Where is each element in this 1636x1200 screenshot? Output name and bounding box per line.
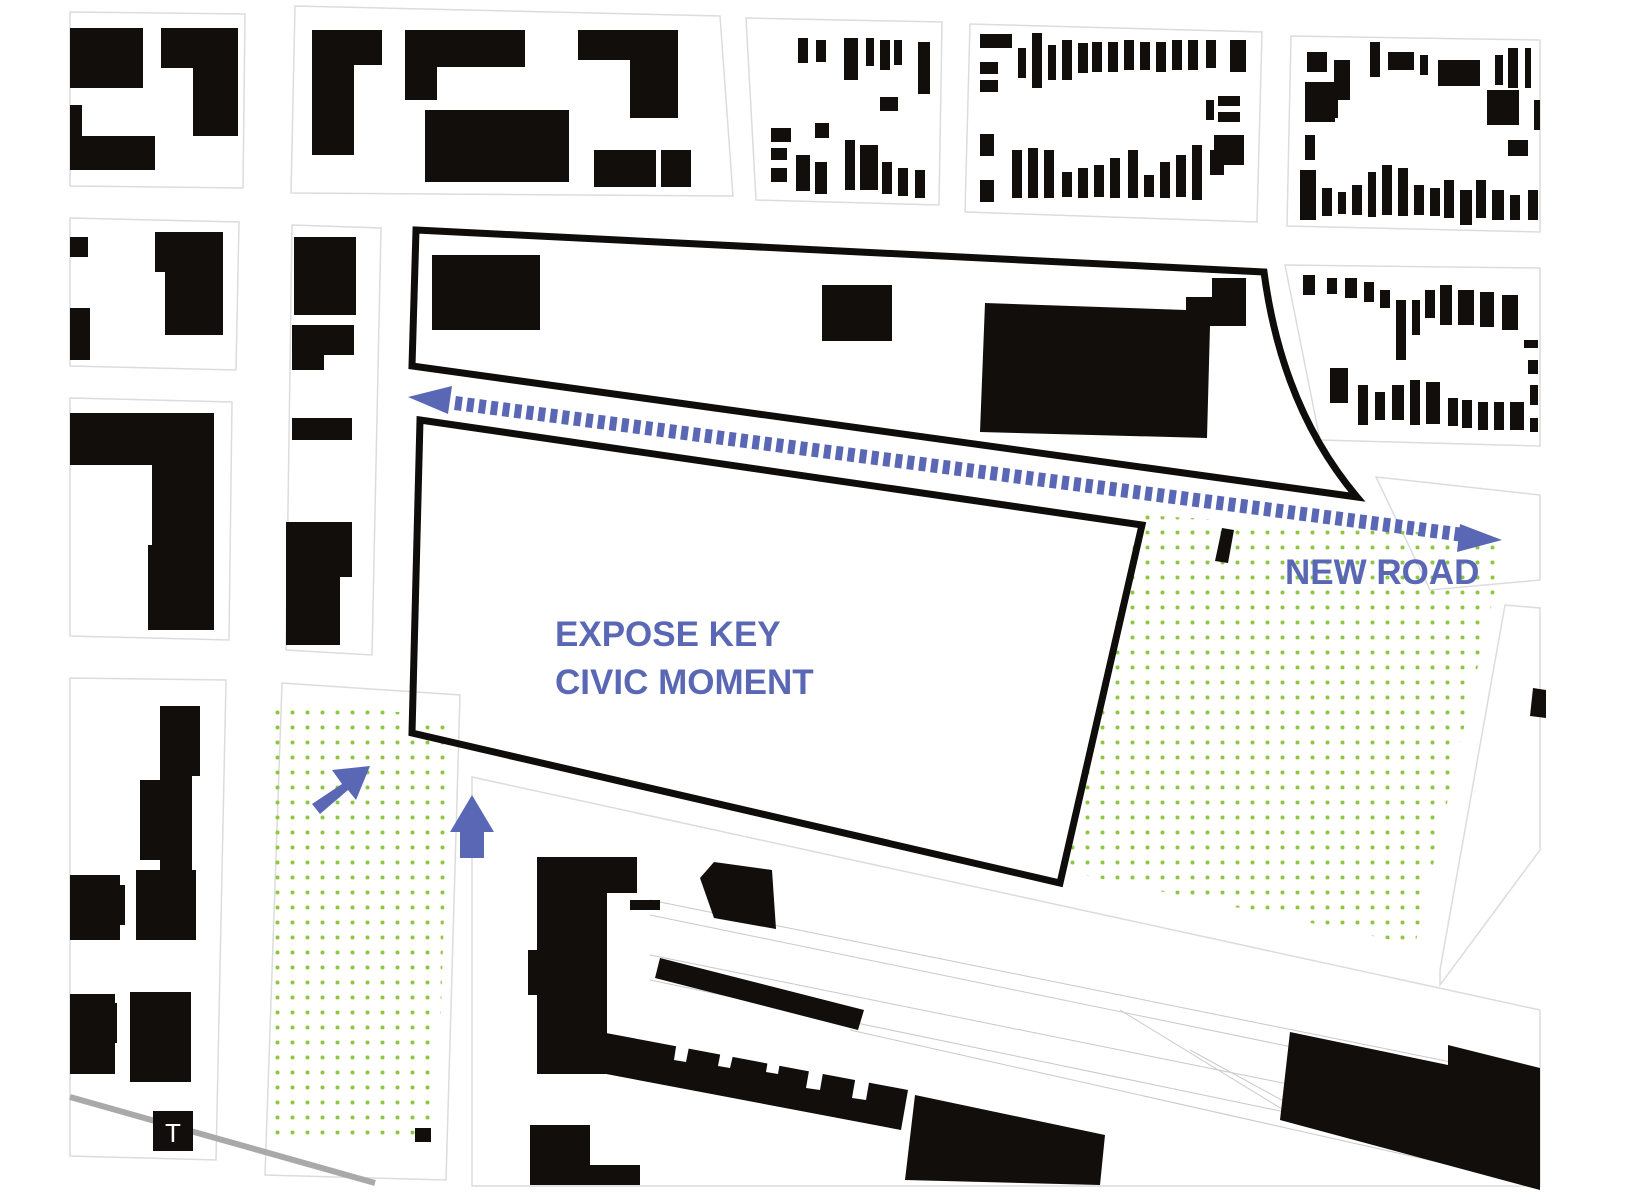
site-civic-parcel xyxy=(408,415,1147,888)
civic-label-line2: CIVIC MOMENT xyxy=(555,663,814,702)
tram-stop-icon: T xyxy=(153,1111,193,1151)
tram-line xyxy=(69,1094,376,1186)
site-outline xyxy=(408,226,1366,888)
access-arrow-diagonal-icon xyxy=(312,766,370,814)
access-arrow-up-icon xyxy=(450,795,494,858)
green-space-east xyxy=(1060,515,1500,945)
arrow-head-east-icon xyxy=(1457,524,1502,552)
new-road-arrow xyxy=(408,386,1502,552)
tram-stop-label: T xyxy=(165,1118,181,1148)
green-spaces xyxy=(270,515,1500,1140)
building-footprints xyxy=(70,28,1546,1190)
station-windows xyxy=(674,1040,870,1100)
arrow-head-west-icon xyxy=(408,386,452,414)
green-space-west xyxy=(270,700,450,1140)
civic-label-line1: EXPOSE KEY xyxy=(555,615,781,654)
site-north-parcel xyxy=(408,226,1366,502)
new-road-label: NEW ROAD xyxy=(1285,553,1479,592)
access-arrows xyxy=(312,766,494,858)
